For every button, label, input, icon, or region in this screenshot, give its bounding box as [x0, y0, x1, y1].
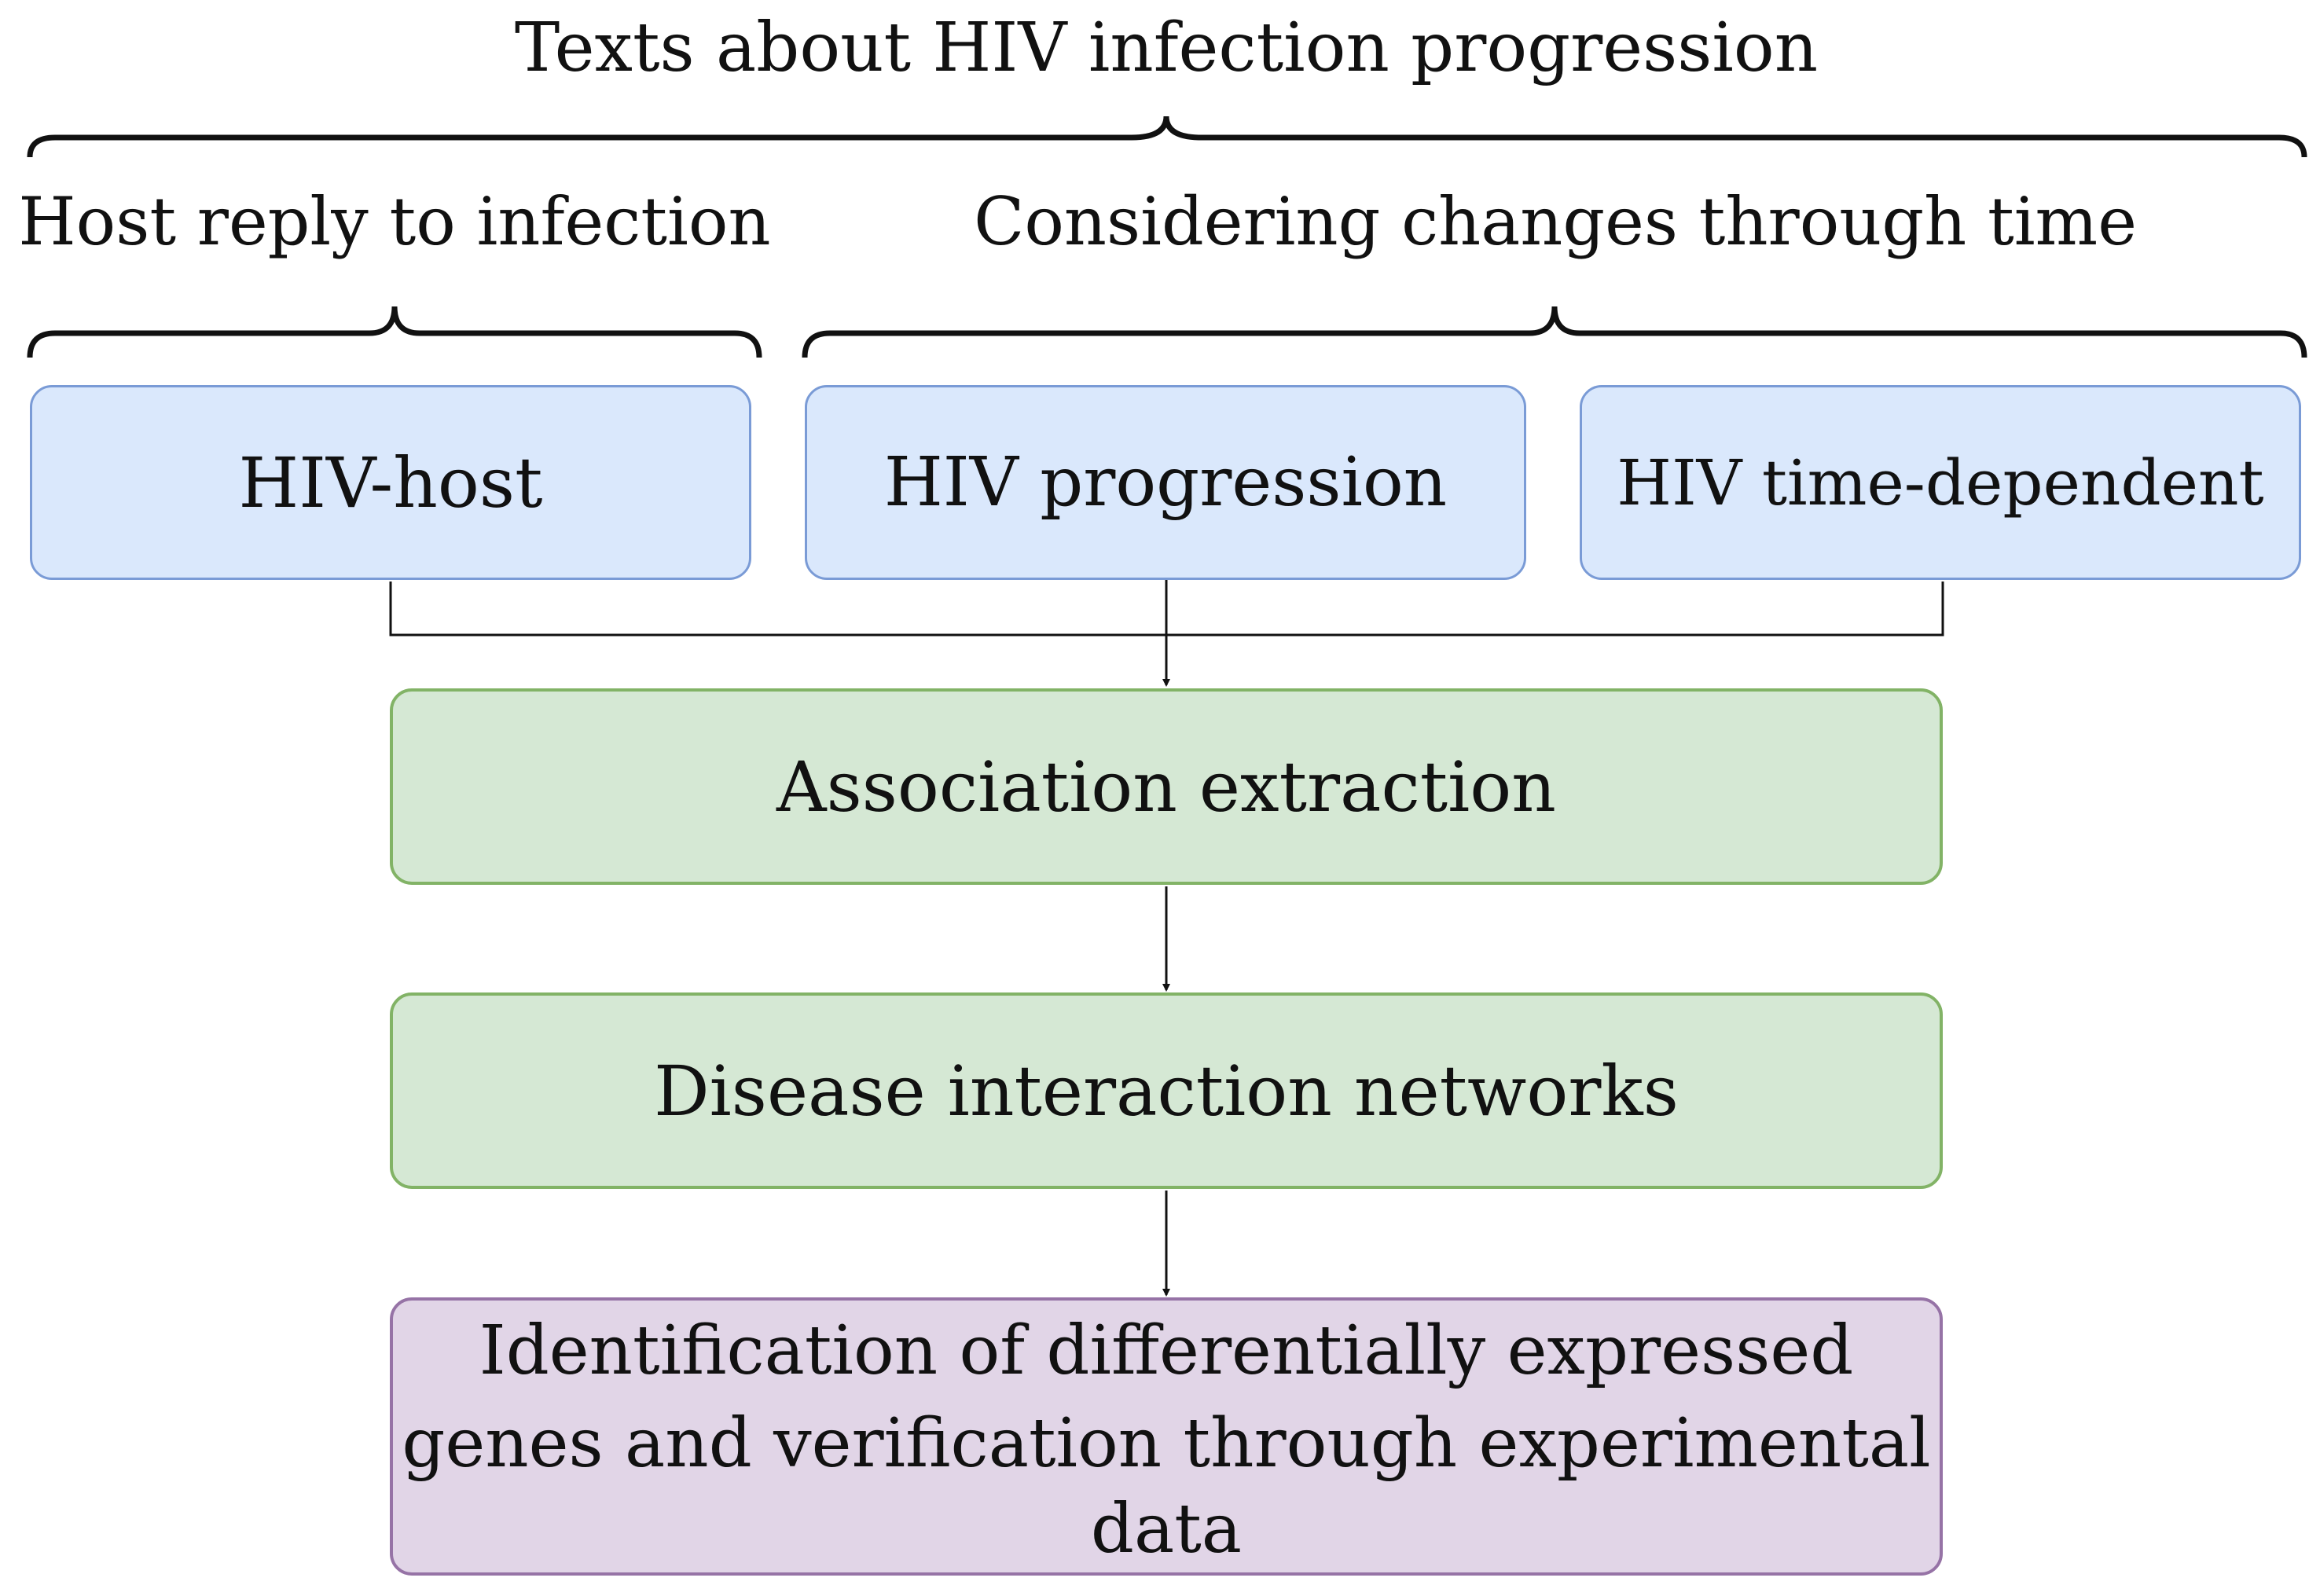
- source-label-hiv-progression: HIV progression: [883, 443, 1448, 522]
- source-box-hiv-host: HIV-host: [30, 385, 751, 580]
- top-brace: [27, 116, 2307, 158]
- process-label-association: Association extraction: [776, 746, 1556, 827]
- source-label-hiv-host: HIV-host: [238, 442, 543, 523]
- result-box-identification: Identification of differentially express…: [390, 1297, 1943, 1576]
- process-box-association: Association extraction: [390, 688, 1943, 885]
- group-label-host: Host reply to infection: [18, 183, 771, 260]
- source-label-hiv-time-dependent: HIV time-dependent: [1617, 446, 2264, 519]
- result-label-line3: data: [1090, 1490, 1243, 1568]
- result-label-line2: genes and verification through experimen…: [402, 1404, 1931, 1483]
- result-label-line1: Identification of differentially express…: [479, 1312, 1854, 1390]
- source-box-hiv-time-dependent: HIV time-dependent: [1580, 385, 2301, 580]
- time-brace: [802, 306, 2307, 358]
- diagram-title: Texts about HIV infection progression: [514, 9, 1819, 87]
- process-label-networks: Disease interaction networks: [654, 1050, 1679, 1132]
- host-brace: [27, 306, 762, 358]
- process-box-networks: Disease interaction networks: [390, 992, 1943, 1189]
- source-box-hiv-progression: HIV progression: [805, 385, 1526, 580]
- group-label-time: Considering changes through time: [974, 183, 2137, 260]
